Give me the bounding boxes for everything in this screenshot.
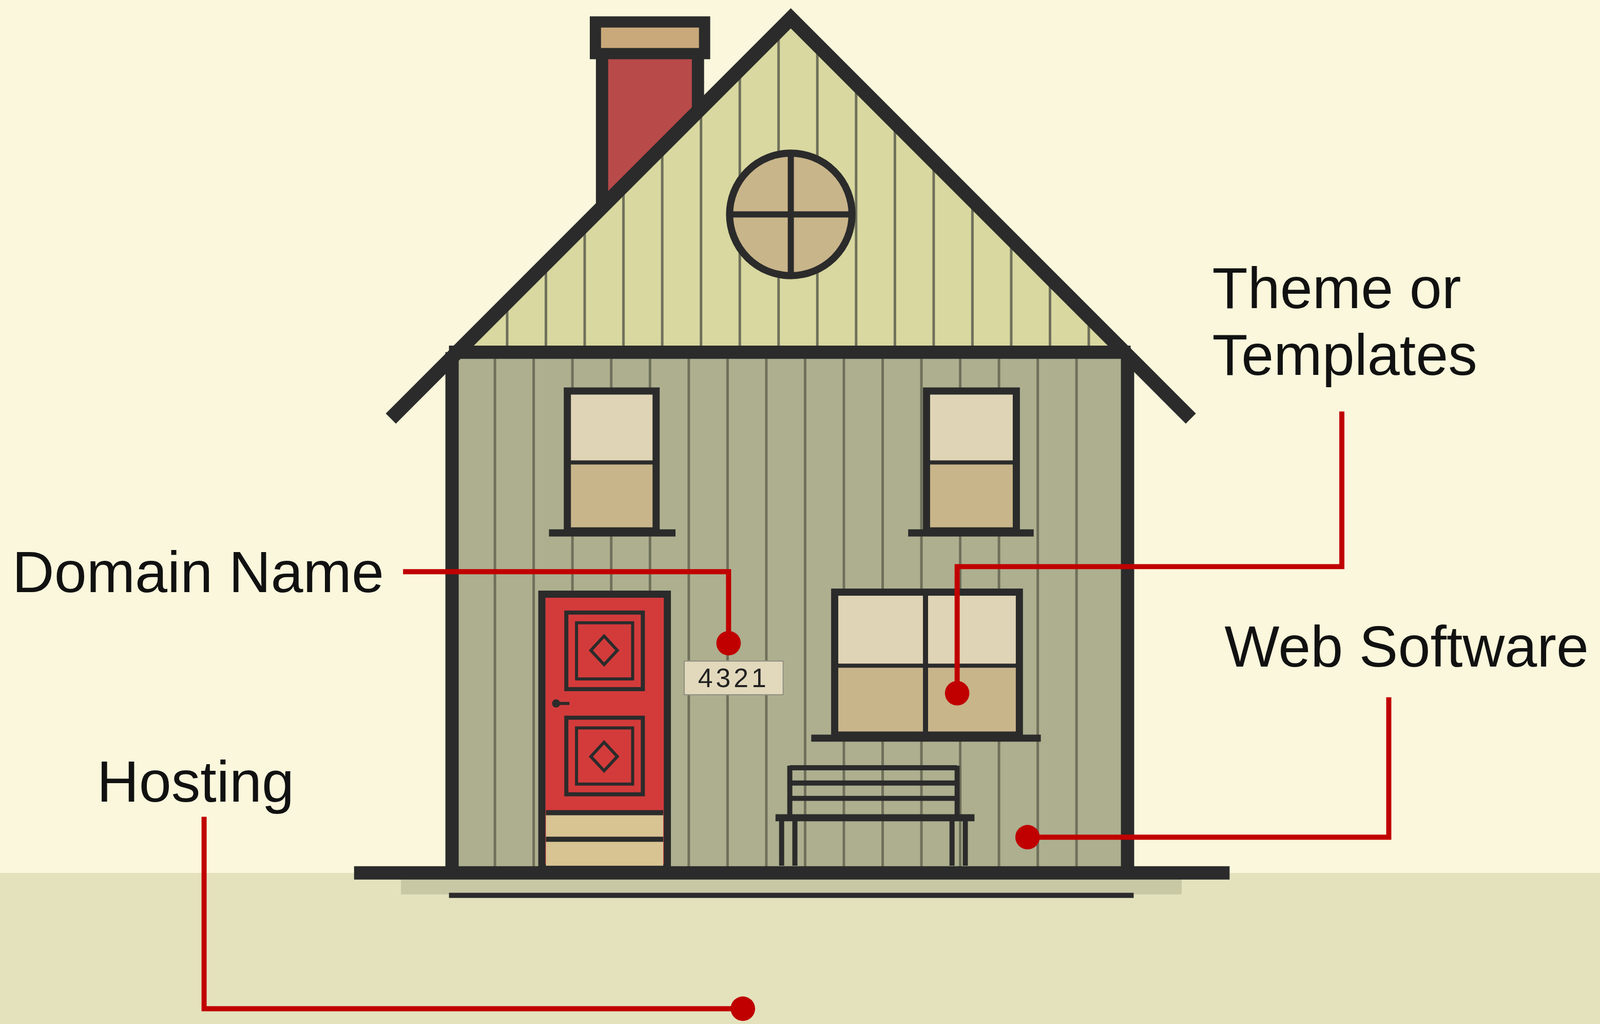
- bench: [789, 764, 958, 770]
- upper-window: [567, 460, 657, 465]
- round-window: [729, 152, 853, 276]
- gable: [507, 32, 1089, 353]
- upper-window: [908, 390, 1034, 533]
- leader-line: [204, 816, 744, 1009]
- foundation: [354, 872, 1230, 896]
- house-body: [1075, 357, 1078, 868]
- bench: [949, 817, 955, 865]
- upper-window: [548, 529, 676, 537]
- chimney: [589, 16, 711, 60]
- bench: [789, 795, 958, 801]
- upper-window: [926, 460, 1017, 465]
- ground: [0, 872, 1600, 1024]
- bench: [775, 813, 975, 821]
- house-number-plaque: 4321: [683, 660, 784, 696]
- house-body: [449, 352, 1131, 870]
- callout-label: Hosting: [97, 747, 363, 815]
- callout-label: Theme or Templates: [1212, 255, 1550, 388]
- gable: [1010, 244, 1013, 353]
- bench: [787, 765, 793, 817]
- gable: [544, 269, 548, 353]
- leader-dot: [1015, 824, 1040, 850]
- front-door: [546, 810, 664, 816]
- house-body: [445, 352, 459, 870]
- house-body: [803, 357, 807, 868]
- bench: [954, 765, 960, 817]
- bench: [775, 765, 975, 866]
- leader-dot: [945, 680, 970, 706]
- gable: [1048, 283, 1052, 353]
- gable: [971, 205, 974, 353]
- house-body: [764, 357, 768, 868]
- bench: [789, 780, 958, 786]
- gable: [583, 229, 587, 353]
- house-body: [452, 352, 1128, 868]
- leader-line: [402, 571, 729, 643]
- house-body: [493, 357, 497, 868]
- house-body: [1121, 352, 1135, 870]
- upper-window: [567, 390, 657, 462]
- front-door: [576, 622, 633, 679]
- house-body: [1036, 357, 1039, 868]
- upper-window: [926, 462, 1017, 531]
- round-window: [787, 152, 795, 276]
- gable: [622, 189, 625, 353]
- bench: [779, 817, 785, 865]
- upper-window: [548, 390, 676, 533]
- front-door: [546, 836, 664, 842]
- front-window: [811, 734, 1041, 742]
- house-number: 4321: [698, 664, 770, 691]
- gable: [661, 150, 664, 353]
- upper-window: [926, 390, 1017, 531]
- front-door: [555, 701, 570, 705]
- round-window: [729, 152, 853, 276]
- leader-dot: [716, 630, 741, 656]
- roof-line: [390, 18, 1191, 419]
- foundation: [354, 865, 1230, 880]
- house-body: [687, 357, 690, 868]
- front-window: [834, 663, 1020, 668]
- upper-window: [567, 390, 657, 531]
- front-door: [590, 635, 618, 665]
- upper-window: [567, 462, 657, 531]
- front-door: [542, 593, 668, 868]
- gable: [464, 20, 1120, 353]
- foundation: [449, 892, 1134, 898]
- front-window: [811, 591, 1041, 738]
- bench: [792, 817, 798, 865]
- house-body: [532, 357, 535, 868]
- gable: [893, 126, 897, 353]
- upper-window: [908, 529, 1034, 537]
- front-door: [566, 717, 643, 795]
- house-body: [494, 357, 1077, 868]
- house-body: [449, 345, 1131, 359]
- leader-line: [204, 411, 1390, 1009]
- upper-window: [926, 390, 1017, 462]
- bench: [962, 817, 969, 865]
- gable: [932, 165, 935, 353]
- front-door: [566, 612, 643, 689]
- callout-label: Domain Name: [12, 538, 441, 606]
- front-door: [546, 812, 664, 865]
- front-door: [576, 727, 633, 784]
- gable: [699, 111, 703, 353]
- front-window: [834, 591, 1020, 735]
- chimney: [601, 27, 700, 49]
- leader-line: [1027, 697, 1390, 837]
- gable: [464, 20, 1120, 353]
- front-door: [590, 741, 618, 771]
- leader-dot: [730, 995, 756, 1021]
- callout-label: Web Software: [1224, 613, 1592, 680]
- front-door: [542, 593, 668, 868]
